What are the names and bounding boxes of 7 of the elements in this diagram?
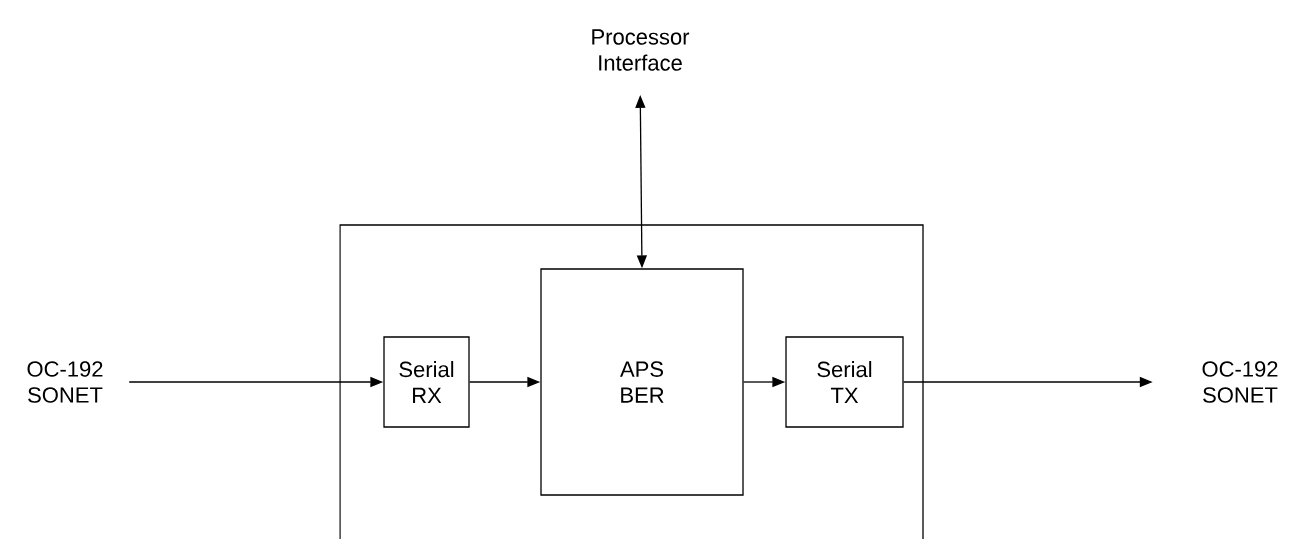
block-box: Serial RX	[383, 336, 470, 428]
block-box: APS BER	[540, 268, 744, 496]
chip-box	[339, 224, 924, 539]
signal-label: OC-192 SONET	[27, 361, 103, 403]
signal-label: Processor Interface	[592, 29, 690, 71]
block-box: Serial TX	[785, 336, 904, 428]
signal-label: OC-192 SONET	[1202, 361, 1278, 403]
